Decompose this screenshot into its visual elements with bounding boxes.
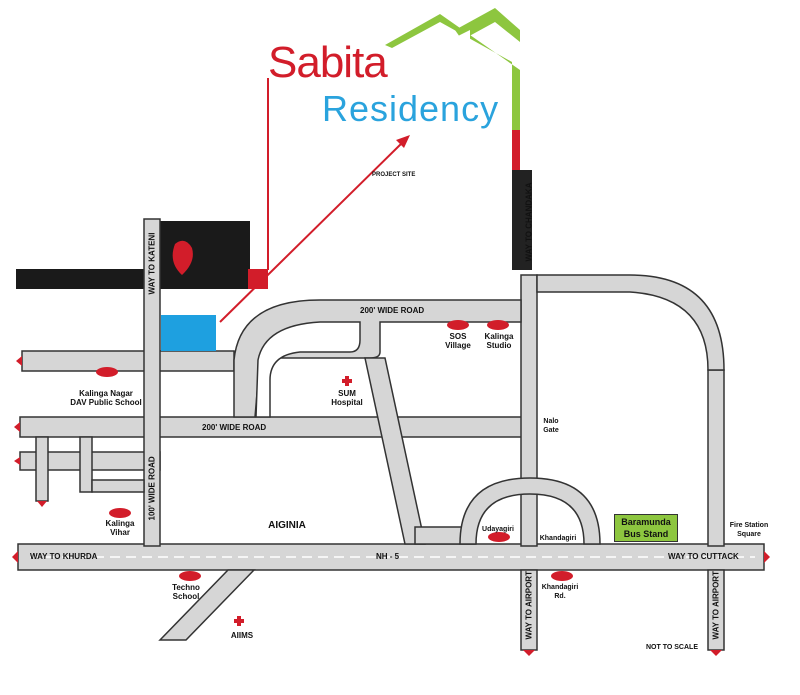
- label-aiginia: AIGINIA: [268, 520, 306, 531]
- map-pins: [96, 240, 573, 581]
- pointer-arrow-head: [396, 135, 410, 148]
- pin-techno-school-icon: [179, 571, 201, 581]
- label-way-to-khurda: WAY TO KHURDA: [30, 552, 98, 561]
- label-not-to-scale: NOT TO SCALE: [646, 644, 698, 651]
- arch-road: [459, 477, 601, 545]
- label-nalo-gate: Nalo Gate: [543, 418, 559, 434]
- label-sum-hospital: SUM Hospital: [331, 389, 363, 407]
- red-blob-icon: [172, 240, 193, 275]
- pin-kalinga-vihar-icon: [109, 508, 131, 518]
- label-sos-village: SOS Village: [445, 332, 471, 350]
- bus-stand-badge: Baramunda Bus Stand: [614, 514, 678, 542]
- label-way-to-chandaka: WAY TO CHANDAKA: [524, 182, 534, 262]
- label-khandagiri: Khandagiri: [539, 535, 577, 542]
- label-way-to-kateni: WAY TO KATENI: [147, 232, 157, 295]
- brand-title-line1: Sabita: [268, 38, 388, 87]
- label-way-to-cuttack: WAY TO CUTTACK: [668, 552, 739, 561]
- label-kalinga-vihar: Kalinga Vihar: [105, 519, 135, 537]
- label-100-wide-road: 100' WIDE ROAD: [147, 456, 157, 521]
- label-dav-school: Kalinga Nagar DAV Public School: [70, 389, 142, 407]
- label-wide-road-mid: 200' WIDE ROAD: [202, 423, 267, 432]
- black-block: [160, 221, 250, 276]
- label-wide-road-top: 200' WIDE ROAD: [360, 306, 425, 315]
- hospital-crosses: [234, 376, 352, 626]
- diagonal-road: [364, 357, 426, 545]
- pin-kalinga-studio-icon: [487, 320, 509, 330]
- pin-sos-village-icon: [447, 320, 469, 330]
- label-nh5: NH - 5: [376, 552, 400, 561]
- label-khandagiri-rd: Khandagiri Rd.: [541, 584, 579, 600]
- label-fire-station: Fire Station Square: [729, 522, 769, 538]
- brand-title-line2: Residency: [322, 88, 500, 129]
- pointer-arrow-line: [219, 139, 406, 323]
- curved-road-inner: [255, 321, 361, 418]
- pin-dav-school-icon: [96, 367, 118, 377]
- road-end-arrows: [12, 356, 770, 656]
- label-techno-school: Techno School: [172, 583, 200, 601]
- label-aiims: AIIMS: [230, 631, 254, 640]
- label-udayagiri: Udayagiri: [482, 526, 514, 533]
- label-kalinga-studio: Kalinga Studio: [484, 332, 514, 350]
- red-triangle: [248, 269, 268, 289]
- project-site-marker: [161, 315, 216, 351]
- label-project-site: PROJECT SITE: [372, 172, 416, 178]
- pin-khandagiri-rd-icon: [551, 571, 573, 581]
- label-way-to-airport-2: WAY TO AIRPORT: [711, 571, 721, 640]
- pin-udayagiri-icon: [488, 532, 510, 542]
- logo-house-icon: [267, 8, 532, 270]
- label-way-to-airport-1: WAY TO AIRPORT: [524, 571, 534, 640]
- curved-road-right: [536, 274, 725, 371]
